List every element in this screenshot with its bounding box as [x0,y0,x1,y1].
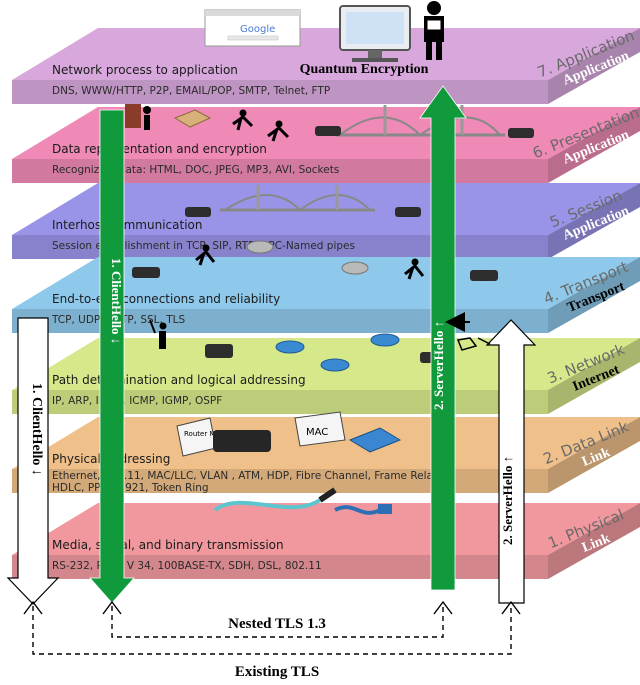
nested-tls-label: Nested TLS 1.3 [228,616,326,632]
layer-top-face [12,28,640,80]
inner-clienthello-arrow: 1. ClientHello ↓ [89,109,135,604]
layer-title: Network process to application [52,63,238,77]
layer-protocols: Recognizing data: HTML, DOC, JPEG, MP3, … [52,164,339,176]
layer-side-face [548,417,640,493]
layer-title: Data representation and encryption [52,142,267,156]
browser-window-icon: Google [204,9,301,47]
layer-protocols: Ethernet, 802.11, MAC/LLC, VLAN , ATM, H… [52,470,443,482]
layer-front-face [12,159,548,183]
wireless-router-icons [132,126,534,363]
layer-title: Media, signal, and binary transmission [52,538,284,552]
layer-side-face [548,257,640,333]
quantum-encryption-label: Quantum Encryption [300,62,429,77]
layer-protocols: IP, ARP, IPsec, ICMP, IGMP, OSPF [52,395,222,407]
running-person-icons [149,244,425,349]
layer-protocols-line2: HDLC, PPP, Q.921, Token Ring [52,482,209,494]
layer-title: Interhost communication [52,218,202,232]
layer-top-face [12,503,640,555]
layer-front-face [12,309,548,333]
session-bridge-icon [220,185,375,212]
layer-side-face [548,183,640,259]
layer-side-face [548,28,640,104]
nested-tls-link: Nested TLS 1.3 [102,600,453,638]
layer-side-face [548,503,640,579]
layer-protocols: RS-232, RJ45, V 34, 100BASE-TX, SDH, DSL… [52,560,322,572]
layer-front-face [12,80,548,104]
outer-serverhello-arrow: 2. ServerHello ↑ [485,319,537,604]
existing-tls-label: Existing TLS [235,664,319,680]
outer-clienthello-label: 1. ClientHello ↓ [29,383,44,476]
presentation-scene-icons [125,104,290,142]
mac-label: MAC [306,427,328,438]
hand-scribble-icon [456,337,491,351]
inner-serverhello-label: 2. ServerHello ↑ [431,321,446,410]
tls-overlay: 1. ClientHello ↓ 1. ClientHello ↓ 2. Serve… [6,62,537,680]
search-logo: Google [240,24,275,35]
inner-serverhello-arrow: 2. ServerHello ↑ [419,85,467,591]
layer-title: End-to-end connections and reliability [52,292,280,306]
layer-side-face [548,338,640,414]
inner-clienthello-label: 1. ClientHello ↓ [109,258,124,344]
layer-front-face [12,390,548,414]
network-switch-icons [246,240,400,372]
layer-front-face [12,235,548,259]
mac-tag-icons: Router MAC MAC [176,411,402,457]
router-mac-label: Router MAC [184,430,225,438]
layer-front-face [12,555,548,579]
desktop-computer-icon [339,5,411,62]
layer-protocols: DNS, WWW/HTTP, P2P, EMAIL/POP, SMTP, Tel… [52,85,330,97]
layer-1: Media, signal, and binary transmissionRS… [12,503,640,579]
layer-side-face [548,107,640,183]
cable-icons [213,487,392,515]
layer-front-face [12,469,548,493]
existing-tls-link: Existing TLS [23,600,521,680]
layer-title: Path determination and logical addressin… [52,373,306,387]
outer-clienthello-arrow: 1. ClientHello ↓ [6,317,60,605]
person-with-mail-icon [424,1,444,60]
outer-serverhello-label: 2. ServerHello ↑ [500,456,515,545]
